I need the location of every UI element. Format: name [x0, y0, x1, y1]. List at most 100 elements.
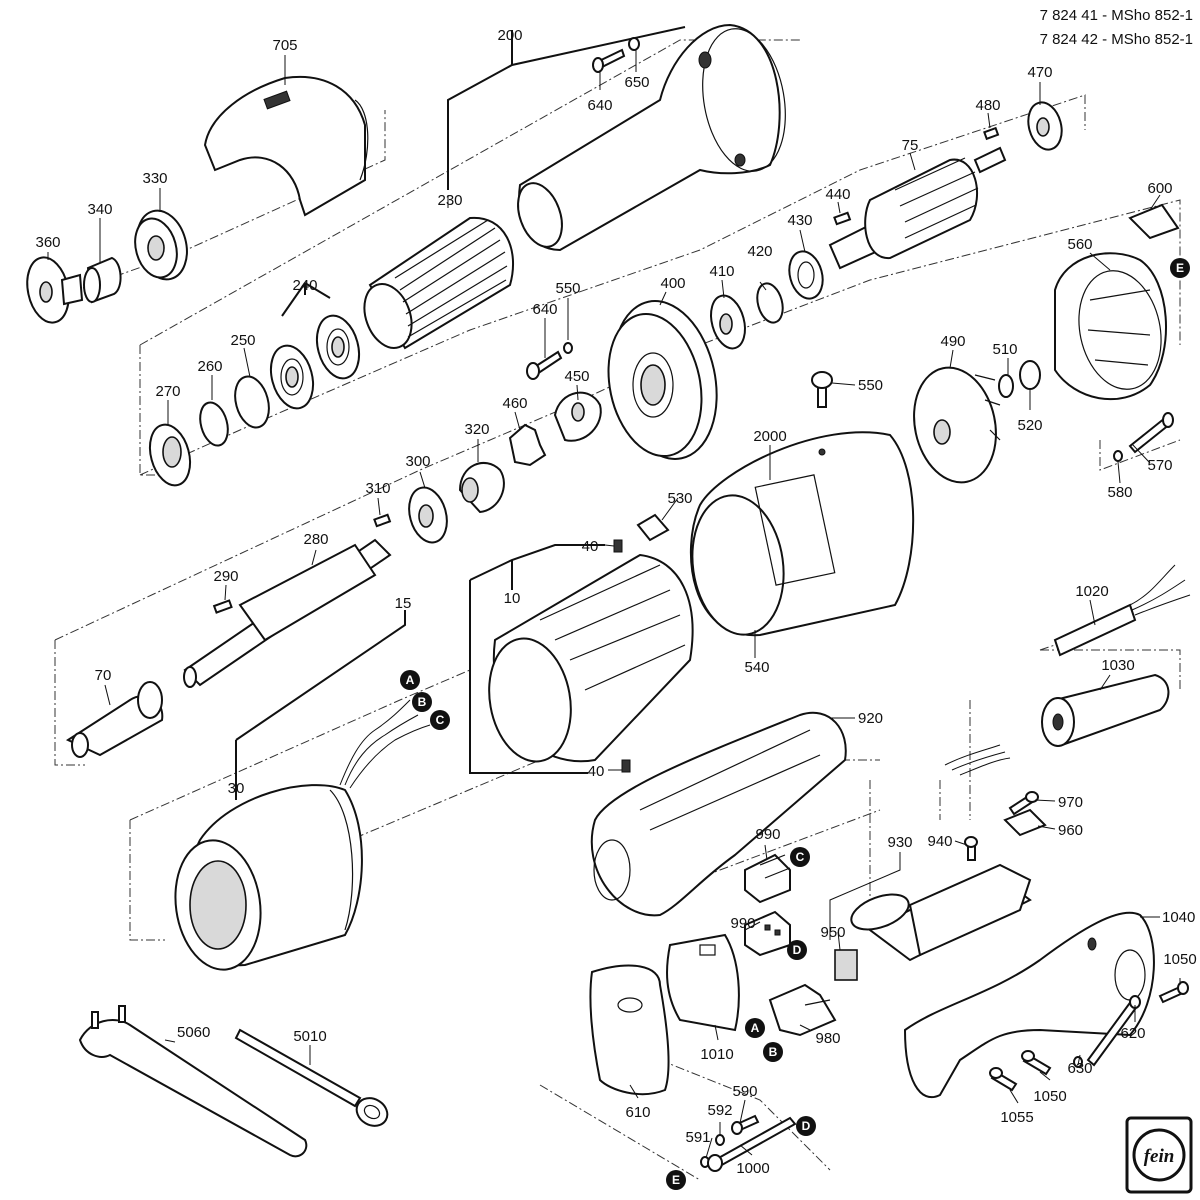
label-592: 592	[707, 1102, 732, 1119]
part-300-bearing	[408, 486, 448, 544]
label-950: 950	[820, 924, 845, 941]
part-40-screw-top	[613, 539, 623, 553]
label-630: 630	[1067, 1060, 1092, 1077]
label-705: 705	[272, 37, 297, 54]
label-580: 580	[1107, 484, 1132, 501]
label-990-upper: 990	[755, 826, 780, 843]
label-920: 920	[858, 710, 883, 727]
part-1000-earth-strap	[707, 1116, 797, 1172]
marker-b-terminal: B	[763, 1042, 783, 1062]
label-30: 30	[228, 780, 245, 797]
model-number-line-2: 7 824 42 - MSho 852-1	[1040, 31, 1193, 48]
part-640-screw-top	[592, 48, 626, 73]
label-480: 480	[975, 97, 1000, 114]
label-2000: 2000	[753, 428, 786, 445]
label-590: 590	[732, 1083, 757, 1100]
part-450-coupling	[553, 391, 602, 442]
part-920-handle-left	[590, 711, 847, 917]
label-40-bottom: 40	[588, 763, 605, 780]
label-15: 15	[395, 595, 412, 612]
part-1020-cable	[1053, 564, 1191, 657]
label-70: 70	[95, 667, 112, 684]
label-930: 930	[887, 834, 912, 851]
part-400-flange	[607, 300, 718, 460]
part-260-ring	[199, 401, 229, 447]
marker-e-fan: E	[1170, 258, 1190, 278]
label-450: 450	[564, 368, 589, 385]
svg-text:C: C	[436, 713, 445, 727]
label-310: 310	[365, 480, 390, 497]
part-270-nut	[148, 423, 192, 487]
part-470-bearing	[1027, 101, 1063, 151]
label-420: 420	[747, 243, 772, 260]
part-570-screw	[1128, 412, 1174, 454]
label-360: 360	[35, 234, 60, 251]
part-520-nut	[1019, 360, 1041, 390]
part-550-screw	[811, 371, 833, 408]
part-550-washer	[563, 342, 573, 354]
part-540-motor-sleeve	[689, 431, 915, 637]
svg-text:D: D	[793, 943, 802, 957]
marker-a-coil: A	[400, 670, 420, 690]
label-460: 460	[502, 395, 527, 412]
part-70-collet	[65, 681, 164, 758]
part-290-key	[212, 599, 233, 614]
label-510: 510	[992, 341, 1017, 358]
svg-text:A: A	[406, 673, 415, 687]
part-440-key	[833, 211, 852, 226]
label-300: 300	[405, 453, 430, 470]
part-5010-pin-wrench	[234, 1028, 389, 1127]
part-1055-screw	[989, 1067, 1018, 1092]
part-420-washer	[756, 282, 784, 324]
connection-markers: A B C E C D A B D E	[400, 258, 1190, 1190]
label-1050-right: 1050	[1163, 951, 1196, 968]
label-270: 270	[155, 383, 180, 400]
model-number-line-1: 7 824 41 - MSho 852-1	[1040, 7, 1193, 24]
part-410-bearing	[710, 294, 746, 350]
part-990-connector-lower	[744, 910, 791, 957]
svg-text:E: E	[1176, 261, 1184, 275]
label-1040: 1040	[1162, 909, 1195, 926]
label-290: 290	[213, 568, 238, 585]
label-1030: 1030	[1101, 657, 1134, 674]
svg-text:A: A	[751, 1021, 760, 1035]
part-630-washer	[1073, 1056, 1083, 1068]
part-number-labels: 705 200 640 650 470 480 75 600 440 430 3…	[35, 27, 1196, 1177]
label-440: 440	[825, 186, 850, 203]
label-650: 650	[624, 74, 649, 91]
svg-text:E: E	[672, 1173, 680, 1187]
part-600-clip	[1128, 203, 1180, 240]
label-200: 200	[497, 27, 522, 44]
svg-text:B: B	[418, 695, 427, 709]
label-240: 240	[292, 277, 317, 294]
label-1010: 1010	[700, 1046, 733, 1063]
part-250-washer	[234, 375, 270, 429]
label-1000: 1000	[736, 1160, 769, 1177]
part-650-washer	[628, 37, 640, 51]
label-570: 570	[1147, 457, 1172, 474]
label-640-mid: 640	[532, 301, 557, 318]
marker-c-coil: C	[430, 710, 450, 730]
label-400: 400	[660, 275, 685, 292]
label-520: 520	[1017, 417, 1042, 434]
label-40-top: 40	[582, 538, 599, 555]
part-510-washer	[998, 374, 1014, 398]
part-530-plug	[636, 513, 670, 542]
label-330: 330	[142, 170, 167, 187]
part-705-cover	[203, 75, 369, 217]
label-490: 490	[940, 333, 965, 350]
switch-wires	[944, 744, 1011, 776]
part-320-coupling	[458, 461, 505, 514]
part-560-fan-guard	[1054, 252, 1167, 401]
label-280: 280	[303, 531, 328, 548]
grouping-brackets	[235, 26, 686, 800]
part-620-screw	[1086, 995, 1141, 1067]
label-410: 410	[709, 263, 734, 280]
part-310-key	[373, 513, 392, 528]
marker-c-connector: C	[790, 847, 810, 867]
part-30-field-coil	[174, 699, 431, 971]
label-5010: 5010	[293, 1028, 326, 1045]
label-1050-bottom: 1050	[1033, 1088, 1066, 1105]
part-340-sleeve	[83, 256, 122, 304]
part-950-capacitor	[834, 949, 858, 981]
